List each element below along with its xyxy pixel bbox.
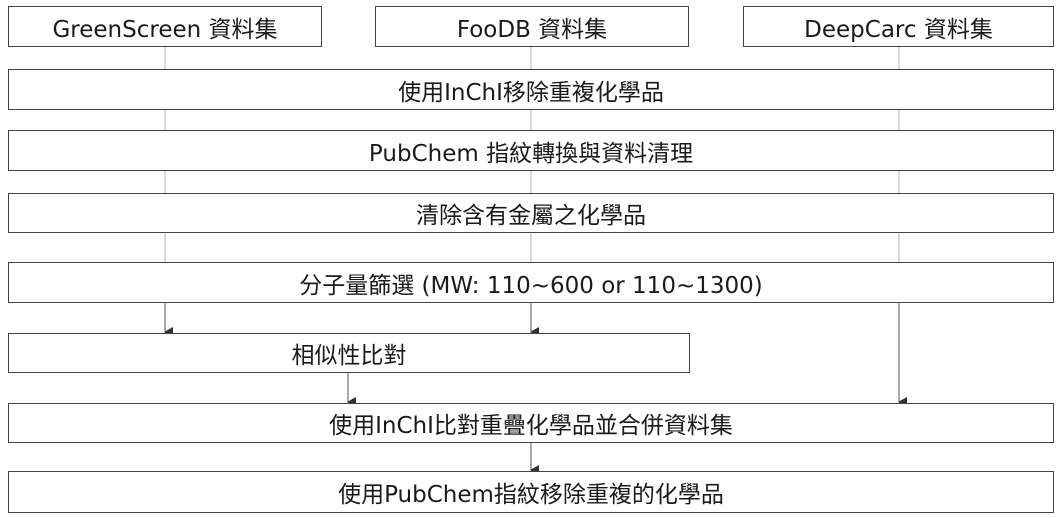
step-dedup-pubchem: 使用PubChem指紋移除重複的化學品 — [8, 471, 1054, 513]
step-dedup-inchi: 使用InChI移除重複化學品 — [8, 69, 1054, 110]
source-foodb-box: FooDB 資料集 — [375, 6, 689, 47]
step-merge-inchi: 使用InChI比對重疊化學品並合併資料集 — [8, 403, 1054, 443]
source-greenscreen-box: GreenScreen 資料集 — [8, 6, 322, 47]
step-mw-filter: 分子量篩選 (MW: 110~600 or 110~1300) — [8, 262, 1054, 303]
source-deepcarc-box: DeepCarc 資料集 — [743, 6, 1054, 47]
step-similarity: 相似性比對 — [8, 333, 690, 373]
step-remove-metals: 清除含有金屬之化學品 — [8, 193, 1054, 233]
step-pubchem-convert: PubChem 指紋轉換與資料清理 — [8, 130, 1054, 171]
